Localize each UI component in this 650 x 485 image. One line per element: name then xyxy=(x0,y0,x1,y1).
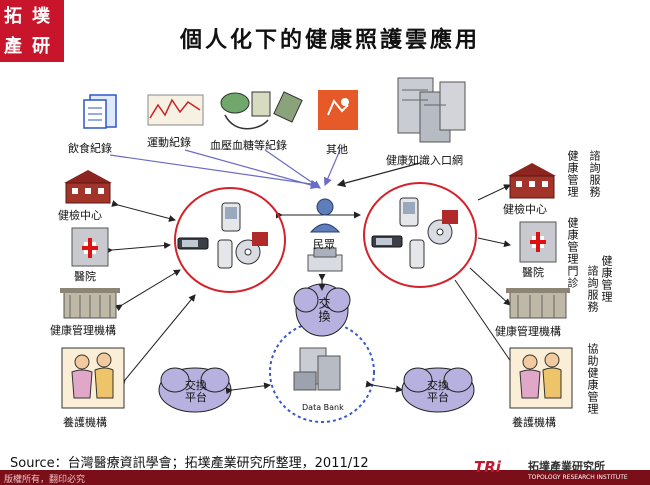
service-assist-label: 協助健康管理 xyxy=(586,343,599,415)
knowledge-portal-label: 健康知識入口網 xyxy=(386,154,463,167)
exercise-record-label: 運動紀錄 xyxy=(147,136,191,149)
exercise-chart-icon xyxy=(147,94,204,126)
right-care-icon xyxy=(509,347,573,409)
data-bank-label: Data Bank xyxy=(302,403,344,412)
right-checkup-building-icon xyxy=(508,163,556,199)
right-agency-label: 健康管理機構 xyxy=(495,325,561,338)
tri-institute-name: 拓墣產業研究所 xyxy=(528,460,605,473)
exchange-top-label: 交換 xyxy=(317,297,331,323)
company-logo: 拓 墣 產 研 xyxy=(0,0,64,62)
exchange-platform-left-label: 交換平台 xyxy=(185,379,207,404)
left-devices-icon xyxy=(177,202,268,269)
left-care-label: 養護機構 xyxy=(63,416,107,429)
exchange-platform-right-label: 交換平台 xyxy=(427,379,449,404)
other-label: 其他 xyxy=(326,143,348,156)
logo-char: 研 xyxy=(32,36,50,57)
diet-record-icon xyxy=(83,94,117,129)
service-clinic-label: 健康管理門診 xyxy=(566,217,579,289)
exchange-cloud-top xyxy=(293,283,351,337)
exchange-cloud-left xyxy=(158,367,232,413)
right-agency-building-icon xyxy=(506,288,570,319)
diet-record-label: 飲食紀錄 xyxy=(68,142,112,155)
service-consult-label: 諮詢服務 xyxy=(588,150,601,198)
logo-char: 拓 xyxy=(4,6,22,27)
left-agency-label: 健康管理機構 xyxy=(50,324,116,337)
data-bank-circle xyxy=(269,321,375,423)
left-hospital-label: 醫院 xyxy=(74,270,96,283)
tri-logo: TRi xyxy=(474,458,501,476)
service-consult-label-2: 諮詢服務 xyxy=(586,265,599,313)
logo-char: 墣 xyxy=(32,6,50,27)
citizen-label: 民眾 xyxy=(313,238,335,251)
blood-pressure-icon xyxy=(220,91,303,130)
copyright-notice: 版權所有，翻印必究 xyxy=(4,475,86,485)
right-device-circle xyxy=(363,182,477,288)
right-hospital-label: 醫院 xyxy=(522,266,544,279)
left-checkup-building-icon xyxy=(64,170,112,204)
service-manage-label-2: 健康管理 xyxy=(600,255,613,303)
right-links xyxy=(454,184,521,376)
other-icon xyxy=(318,90,358,130)
tri-institute-subtitle: TOPOLOGY RESEARCH INSTITUTE xyxy=(528,474,628,481)
page-title: 個人化下的健康照護雲應用 xyxy=(180,27,481,53)
right-hospital-icon xyxy=(519,221,557,263)
source-citation: Source：台灣醫療資訊學會；拓墣產業研究所整理，2011/12 xyxy=(10,456,369,471)
left-hospital-icon xyxy=(71,227,109,267)
blood-record-label: 血壓血糖等紀錄 xyxy=(210,139,287,152)
server-icon xyxy=(397,77,466,143)
citizen-person-icon xyxy=(307,198,343,272)
right-devices-icon xyxy=(371,197,458,269)
logo-char: 產 xyxy=(4,36,22,57)
source-arrows xyxy=(109,149,421,190)
footer-bar xyxy=(0,470,650,485)
left-care-icon xyxy=(61,347,125,409)
right-care-label: 養護機構 xyxy=(512,416,556,429)
service-manage-label: 健康管理 xyxy=(566,150,579,198)
left-device-circle xyxy=(174,187,286,293)
left-checkup-label: 健檢中心 xyxy=(58,209,102,222)
right-checkup-label: 健檢中心 xyxy=(503,203,547,216)
left-links xyxy=(105,200,361,387)
data-bank-server-icon xyxy=(293,347,341,391)
left-agency-building-icon xyxy=(60,288,120,319)
exchange-cloud-right xyxy=(401,367,475,413)
